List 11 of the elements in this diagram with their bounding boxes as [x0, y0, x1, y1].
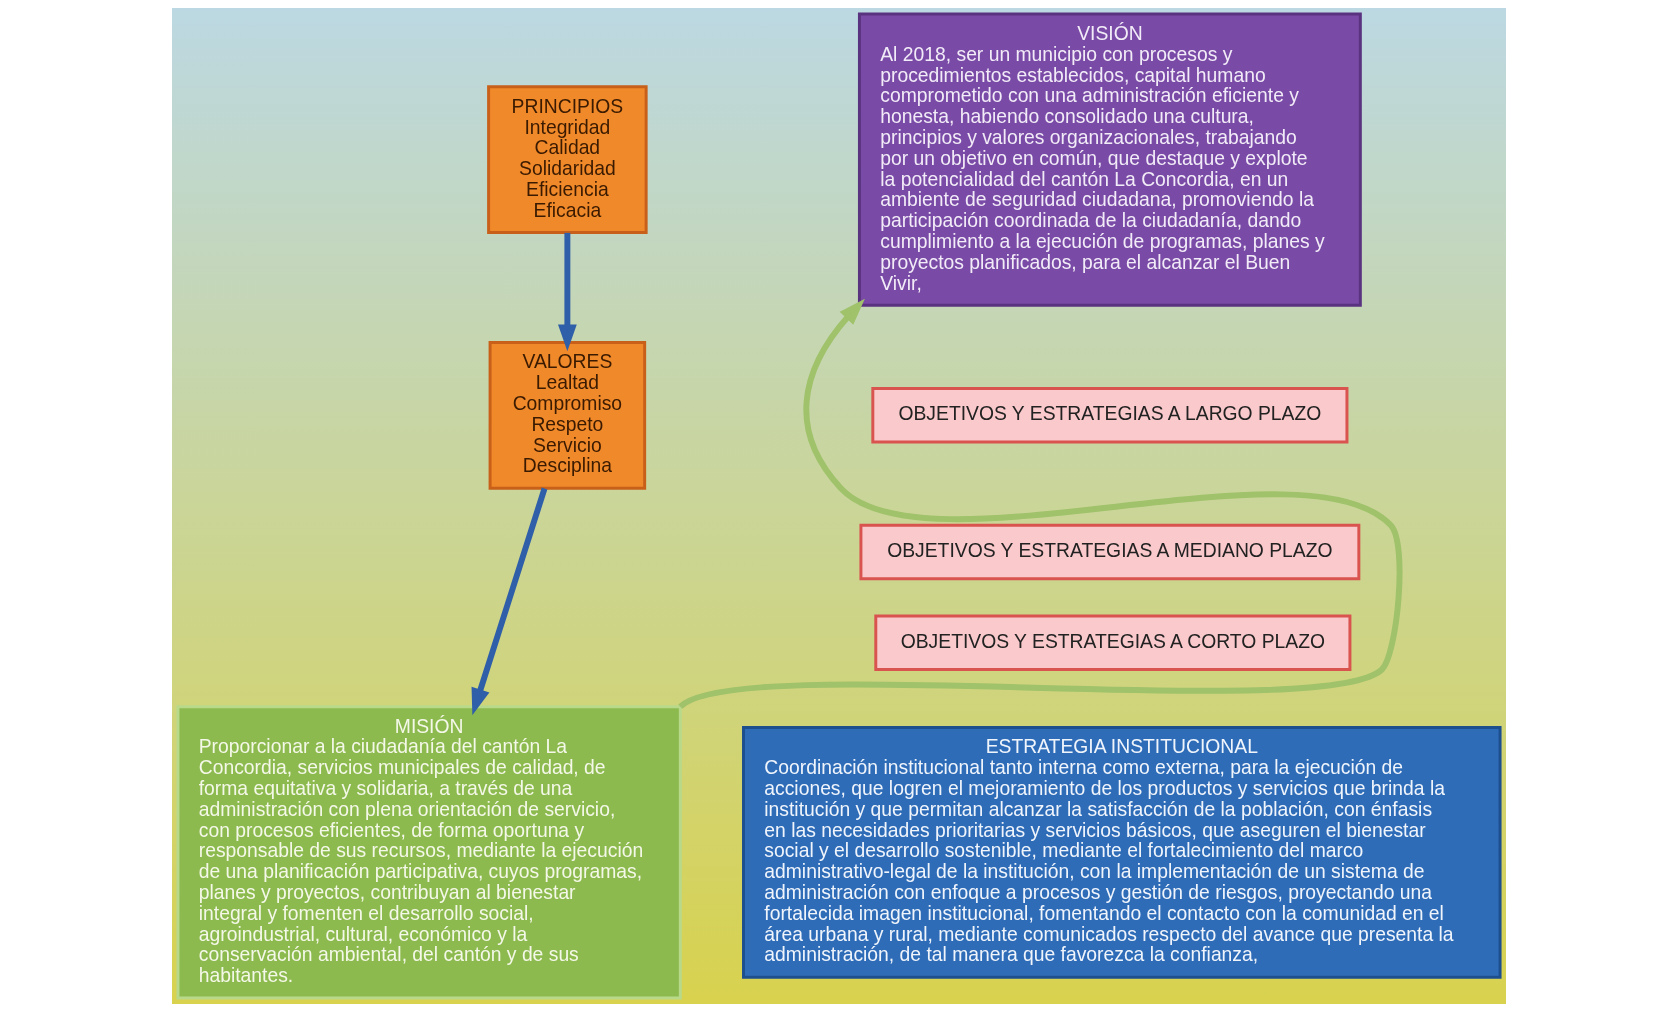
node-box: OBJETIVOS Y ESTRATEGIAS A CORTO PLAZO [873, 614, 1351, 671]
node-box: MISIÓN Proporcionar a la ciudadanía del cantón La Concordia, servicios municipales de calidad, de forma equitativa y solidaria, a través de una administración con plena orientación de servicio, con procesos eficientes, de forma oportuna y responsable de sus recursos, mediante la ejecución de una planificación participativa, cuyos programas, planes y proyectos, contribuyan al bienestar integral y fomenten el desarrollo social, agroindustrial, cultural, económico y la conservación ambiental, del cantón y de sus habitantes. [175, 705, 682, 1000]
node-box: VISIÓN Al 2018, ser un municipio con procesos y procedimientos establecidos, capital humano comprometido con una administración eficiente y honesta, habiendo consolidado una cultura, principios y valores organizacionales, trabajando por un objetivo en común, que destaque y explote la potencialidad del cantón La Concordia, en un ambiente de seguridad ciudadana, promoviendo la participación coordinada de la ciudadanía, dando cumplimiento a la ejecución de programas, planes y proyectos planificados, para el alcanzar el Buen Vivir, [857, 12, 1362, 307]
node-box: OBJETIVOS Y ESTRATEGIAS A MEDIANO PLAZO [858, 523, 1360, 581]
arrow [471, 487, 547, 716]
node-box: ESTRATEGIA INSTITUCIONAL Coordinación institucional tanto interna como externa, para la ejecución de acciones, que logren el mejoramiento de los productos y servicios que brinda la institución y que permitan alcanzar la satisfacción de la población, con énfasis en las necesidades prioritarias y servicios básicos, que aseguren el bienestar social y el desarrollo sostenible, mediante el fortalecimiento del marco administrativo-legal de la institución, con la implementación de un sistema de administración con enfoque a procesos y gestión de riesgos, proyectando una fortalecida imagen institucional, fomentando el contacto con la comunidad en el área urbana y rural, mediante comunicados respecto del avance que presenta la administración, de tal manera que favorezca la confianza, [741, 726, 1502, 979]
node-box: OBJETIVOS Y ESTRATEGIAS A LARGO PLAZO [870, 387, 1348, 444]
arrow [557, 232, 577, 352]
node-box: PRINCIPIOS Integridad Calidad Solidaridad Eficiencia Eficacia [486, 85, 648, 234]
node-box: VALORES Lealtad Compromiso Respeto Servicio Desciplina [488, 341, 646, 490]
arrow [678, 298, 1402, 710]
